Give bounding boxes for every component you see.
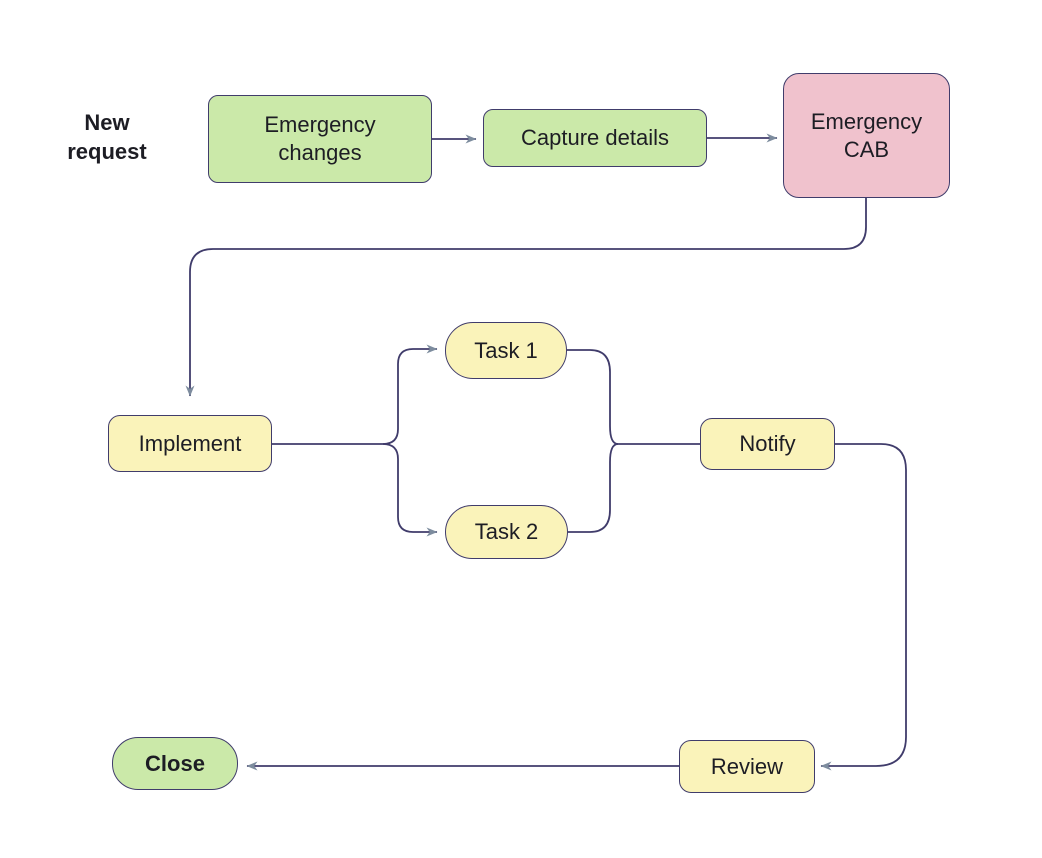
node-label: Capture details	[521, 125, 669, 150]
edge-fork-to-task2	[382, 443, 438, 537]
node-task2[interactable]: Task 2	[445, 505, 568, 559]
node-label: Close	[145, 750, 205, 776]
node-label: Task 1	[474, 337, 538, 363]
node-label: Task 2	[474, 519, 539, 544]
node-emergency-cab[interactable]: Emergency CAB	[783, 73, 950, 198]
edge-notify-to-review	[820, 443, 907, 771]
node-label: Notify	[739, 431, 796, 456]
node-close[interactable]: Close	[112, 737, 238, 790]
node-label: Review	[710, 753, 784, 779]
node-task1[interactable]: Task 1	[445, 322, 567, 379]
annotation-line: request	[67, 139, 147, 164]
edge-task1-to-merge	[567, 349, 619, 445]
node-label: Emergency	[810, 108, 923, 134]
edge-fork-to-task1	[382, 344, 438, 445]
edge-emergency-cab-to-implement	[185, 198, 867, 397]
annotation-line: New	[84, 110, 130, 135]
node-review[interactable]: Review	[679, 740, 815, 793]
node-capture-details[interactable]: Capture details	[483, 109, 707, 167]
node-label: CAB	[843, 136, 890, 162]
node-notify[interactable]: Notify	[700, 418, 835, 470]
annotation-new-request: New request	[40, 108, 174, 166]
edge-task2-to-merge	[568, 443, 619, 533]
node-implement[interactable]: Implement	[108, 415, 272, 472]
node-label: Emergency	[264, 112, 376, 137]
node-label: Implement	[138, 430, 242, 456]
node-emergency-changes[interactable]: Emergency changes	[208, 95, 432, 183]
node-label: changes	[278, 140, 362, 165]
